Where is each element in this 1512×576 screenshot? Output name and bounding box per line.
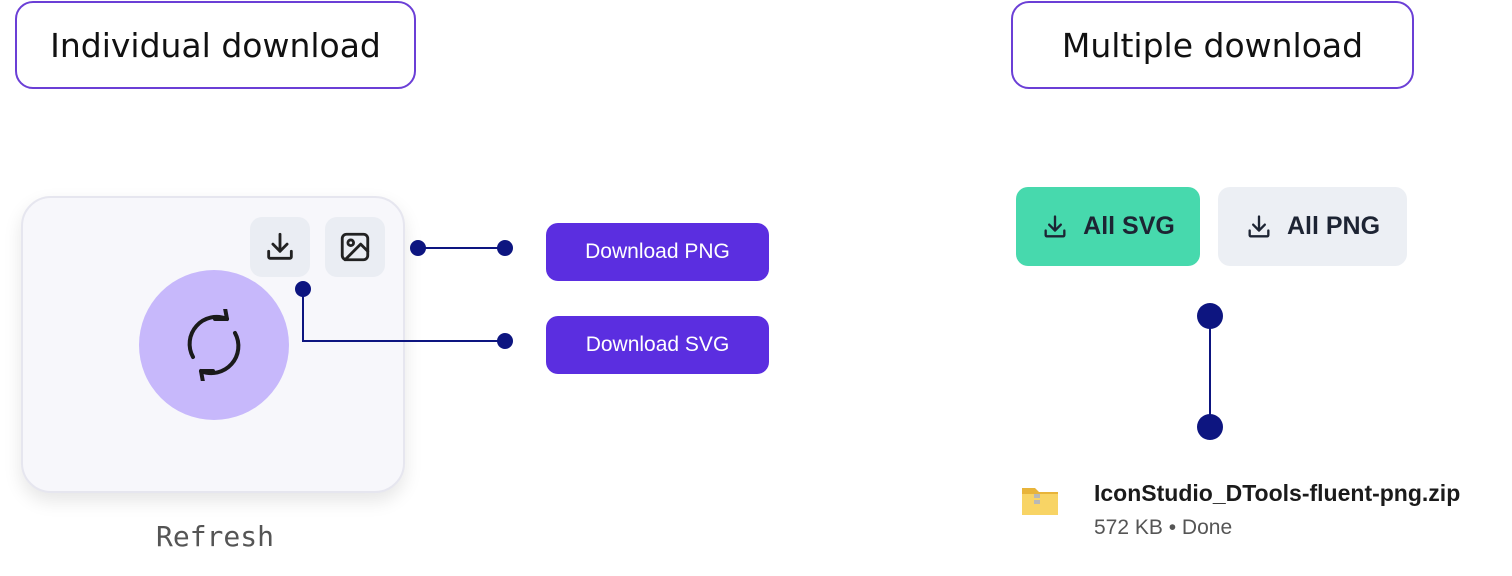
all-svg-label: All SVG: [1083, 212, 1175, 240]
individual-download-label: Individual download: [15, 1, 416, 89]
connector-dot: [497, 333, 513, 349]
image-icon: [340, 232, 370, 262]
connector-dot: [1197, 414, 1223, 440]
connector-dot: [295, 281, 311, 297]
connector-dot: [1197, 303, 1223, 329]
multiple-download-text: Multiple download: [1061, 25, 1364, 65]
file-size: 572 KB: [1094, 516, 1163, 539]
card-download-button[interactable]: [250, 217, 310, 277]
download-icon: [1248, 214, 1270, 237]
all-svg-button[interactable]: All SVG: [1016, 187, 1200, 266]
connector-dot: [410, 240, 426, 256]
download-svg-button[interactable]: Download SVG: [546, 316, 769, 374]
card-image-button[interactable]: [325, 217, 385, 277]
zip-folder-icon: [1022, 488, 1058, 515]
file-meta: 572 KB • Done: [1094, 516, 1233, 539]
all-png-label: All PNG: [1286, 212, 1381, 240]
multiple-download-label: Multiple download: [1011, 1, 1414, 89]
refresh-icon: [187, 309, 241, 381]
download-svg-label: Download SVG: [585, 333, 730, 356]
download-icon: [267, 232, 293, 260]
download-icon: [1044, 214, 1066, 237]
icon-preview-circle: [139, 270, 289, 420]
icon-name-label: Refresh: [155, 520, 274, 553]
download-png-label: Download PNG: [585, 240, 730, 263]
individual-download-text: Individual download: [50, 25, 381, 65]
connector-dot: [497, 240, 513, 256]
download-png-button[interactable]: Download PNG: [546, 223, 769, 281]
all-png-button[interactable]: All PNG: [1218, 187, 1407, 266]
file-status: Done: [1181, 516, 1233, 539]
file-name: IconStudio_DTools-fluent-png.zip: [1094, 480, 1461, 506]
